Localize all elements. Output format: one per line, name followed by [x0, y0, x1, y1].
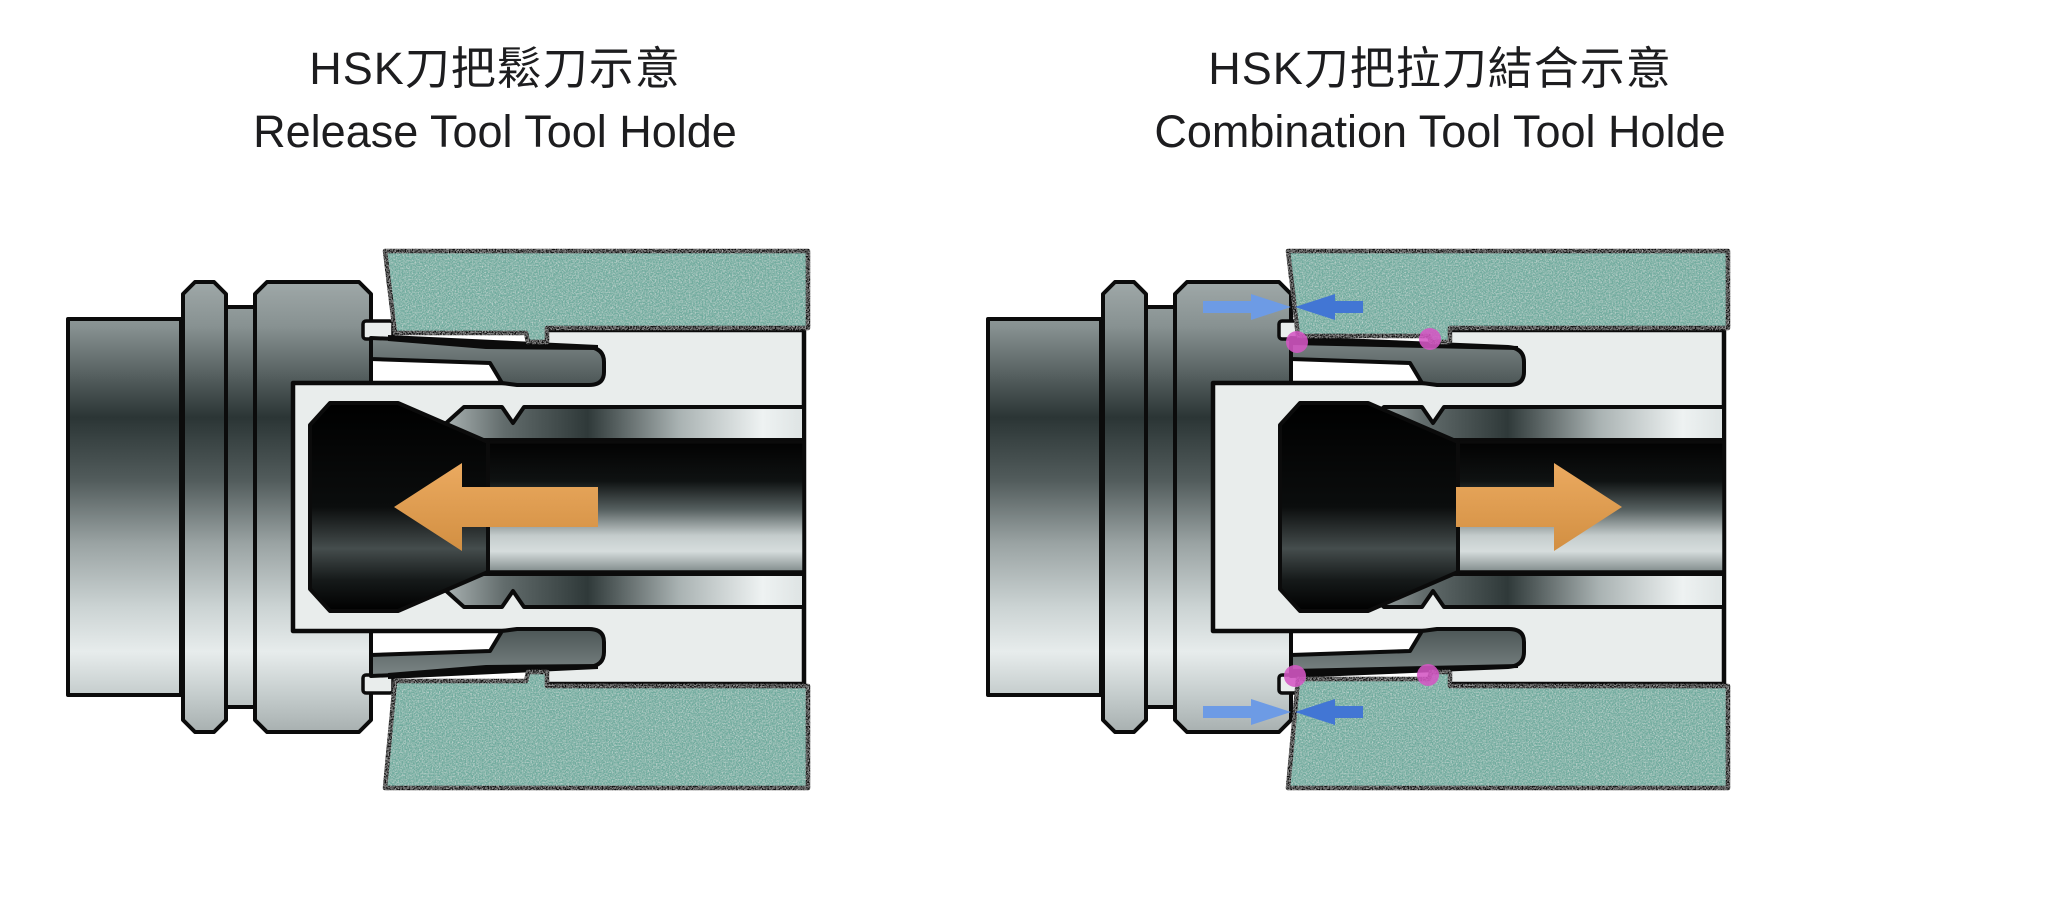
upper-coupling-detail — [1277, 319, 1726, 442]
flange-groove — [1144, 305, 1177, 709]
spindle-body-lower — [1285, 669, 1731, 791]
title-zh-combination: HSK刀把拉刀結合示意 — [1208, 43, 1672, 94]
drawbar-cone — [1278, 401, 1460, 613]
upper-coupling-detail — [361, 319, 806, 442]
clamp-force-arrows-bottom — [1203, 699, 1363, 725]
spindle-body-lower — [382, 669, 811, 791]
pull-direction-arrow — [1456, 463, 1622, 551]
clamp-arrow-left-icon — [1295, 294, 1363, 320]
collet-segment — [1352, 405, 1726, 442]
taper-gap-line — [388, 335, 598, 350]
figure-title-release: HSK刀把鬆刀示意 Release Tool Tool Holde — [95, 38, 895, 164]
clamp-arrow-right-icon — [1203, 294, 1291, 320]
title-en-release: Release Tool Tool Holde — [253, 106, 737, 157]
flange-rib-1 — [181, 280, 228, 734]
contact-dot — [1419, 328, 1441, 350]
clamp-force-arrows-top — [1203, 294, 1363, 320]
release-direction-arrow — [394, 463, 598, 551]
contact-dot — [1284, 665, 1306, 687]
clamp-arrow-left-icon — [1295, 699, 1363, 725]
contact-dot — [1286, 331, 1308, 353]
flange-rib-1 — [1101, 280, 1148, 734]
diagram-release-state — [66, 248, 811, 791]
title-en-combination: Combination Tool Tool Holde — [1154, 106, 1726, 157]
collet-segment — [432, 405, 806, 442]
spindle-body-upper — [1285, 248, 1731, 345]
taper-contact-line — [1292, 339, 1518, 350]
title-zh-release: HSK刀把鬆刀示意 — [309, 43, 681, 94]
flange-groove — [224, 305, 257, 709]
clamp-arrow-right-icon — [1203, 699, 1291, 725]
contact-point-markers — [1284, 328, 1441, 687]
diagram-clamped-state — [986, 248, 1731, 791]
tool-body — [986, 317, 1103, 697]
figure-title-combination: HSK刀把拉刀結合示意 Combination Tool Tool Holde — [1040, 38, 1840, 164]
contact-dot — [1417, 664, 1439, 686]
spindle-body-upper — [382, 248, 811, 345]
tool-body — [66, 317, 183, 697]
